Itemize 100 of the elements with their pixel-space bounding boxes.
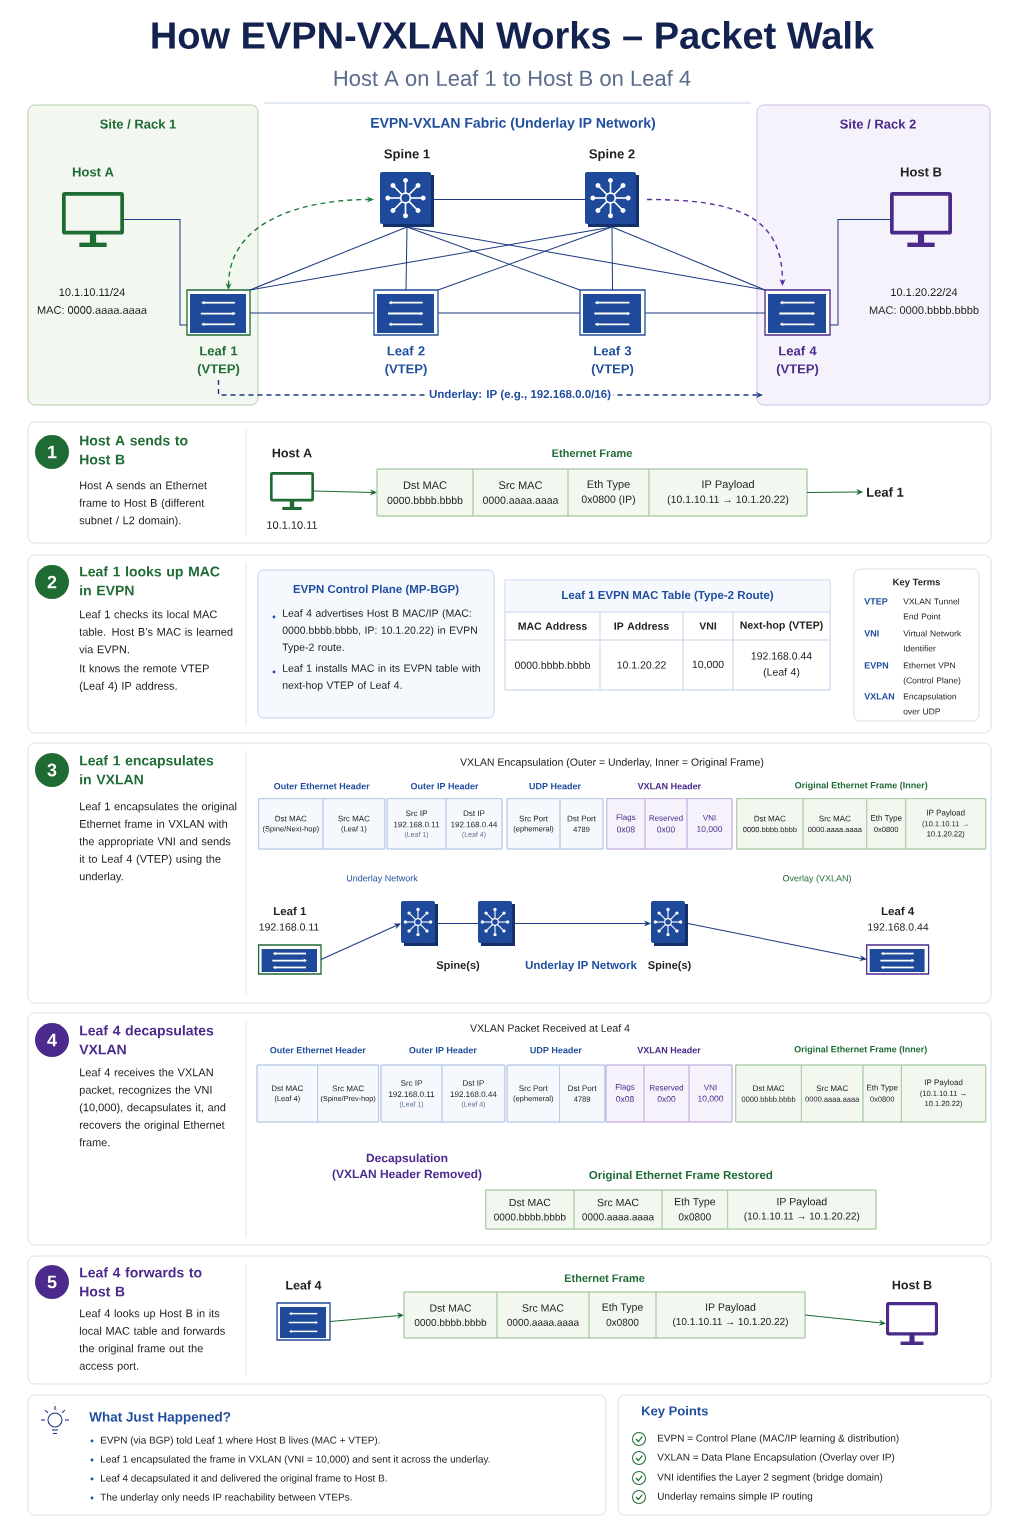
term: EVPN [864,662,889,669]
term-definition: VXLAN Tunnel End Point [903,598,959,620]
page-title: How EVPN-VXLAN Works – Packet Walk [152,21,875,49]
field-cell: VNI 10,000 [686,798,733,850]
field-cell: Src MAC 0000.aaaa.aaaa [573,1189,663,1230]
bullet-item: The underlay only needs IP reachability between VTEPs. [90,1493,352,1503]
arrow [313,490,377,495]
address-label: 10.1.10.11 [267,521,318,529]
step-description: Leaf 1 checks its local MAC table. Host B’s MAC is learned via EVPN. [79,610,233,654]
frame-title: Original Ethernet Frame (Inner) [795,781,928,791]
frame-title: Outer IP Header [409,1046,477,1054]
arrow [806,489,863,495]
table-cell: 10,000 [692,660,724,670]
frame-title: Original Ethernet Frame (Inner) [794,1045,927,1055]
term: VTEP [864,598,888,605]
frame-title: UDP Header [530,1046,582,1054]
connector-line [405,226,408,291]
switch-label: Leaf 1 (VTEP) [197,345,240,377]
connector-line [829,219,891,326]
host-label: Host B [900,167,942,177]
connector-line [123,219,188,326]
section-label: VXLAN Packet Received at Leaf 4 [470,1024,630,1032]
field-cell: Eth Type 0x0800 (IP) [567,468,650,517]
switch-label: Spine(s) [436,960,480,972]
address-label: MAC: 0000.bbbb.bbbb [869,305,979,315]
key-point: EVPN = Control Plane (MAC/IP learning & distribution) [658,1434,899,1444]
field-cell: Src MAC 0000.aaaa.aaaa [496,1291,590,1339]
step-description: Leaf 4 looks up Host B in its local MAC table and forwards the original frame out the access port. [79,1309,225,1372]
switch-label: Spine(s) [648,960,691,972]
field-cell: Dst MAC 0000.bbbb.bbbb [403,1291,498,1339]
frame-title: Outer Ethernet Header [274,782,370,790]
bullet-item: Leaf 1 encapsulated the frame in VXLAN (VNI = 10,000) and sent it across the underlay. [90,1455,490,1465]
field-cell: Dst MAC 0000.bbbb.bbbb [485,1189,575,1230]
switch-label: Leaf 4 (VTEP) [776,345,819,377]
arrow [804,1314,886,1326]
field-cell: IP Payload (10.1.10.11 → 10.1.20.22) [648,468,808,517]
step-number-badge: 4 [35,1023,69,1057]
bullet-item: Leaf 4 advertises Host B MAC/IP (MAC: 0000.bbbb.bbbb, IP: 10.1.20.22) in EVPN Type-2 route. [272,609,477,653]
frame-title: VXLAN Header [637,1046,701,1054]
step-description: Host A sends an Ethernet frame to Host B (different subnet / L2 domain). [79,481,207,527]
field-cell: Src MAC 0000.aaaa.aaaa [472,468,569,517]
section-label: (VXLAN Header Removed) [332,1169,482,1181]
table-cell: 10.1.20.22 [617,661,666,669]
address-label: 10.1.10.11/24 [59,287,125,297]
arrow [687,923,866,961]
arrow [514,921,651,926]
step-number-badge: 1 [35,435,69,469]
field-cell: Flags 0x08 [605,1064,645,1123]
step-heading: Leaf 4 forwards to Host B [80,1267,202,1297]
term-definition: Ethernet VPN (Control Plane) [903,662,961,686]
connector-line [406,226,766,291]
connector-line [611,226,766,291]
step-description: It knows the remote VTEP (Leaf 4) IP address. [79,664,209,692]
arrow [646,198,786,286]
bullet-item: EVPN (via BGP) told Leaf 1 where Host B lives (MAC + VTEP). [90,1436,380,1446]
step-number-badge: 3 [35,753,69,787]
table-title: Leaf 1 EVPN MAC Table (Type-2 Route) [562,590,774,602]
host-label: Host A [272,448,312,458]
key-point: Underlay remains simple IP routing [657,1492,813,1502]
connector-line [433,199,586,200]
field-cell: VNI 10,000 [688,1064,733,1123]
edge-label: Underlay: IP (e.g., 192.168.0.0/16) [427,387,613,403]
connector-line [644,312,766,314]
switch-label: Leaf 3 (VTEP) [591,345,634,377]
address-label: 192.168.0.11 [259,923,319,931]
step-heading: Host A sends to Host B [80,435,188,465]
connector-line [611,226,613,291]
bullet-item: Leaf 4 decapsulated it and delivered the original frame to Host B. [90,1474,387,1484]
switch-label: Leaf 2 (VTEP) [385,345,427,377]
section-label: VXLAN Encapsulation (Outer = Underlay, Inner = Original Frame) [460,758,764,768]
arrow [329,1313,404,1322]
field-cell: IP Payload (10.1.10.11 → 10.1.20.22) [727,1189,877,1230]
field-cell: Reserved 0x00 [643,1064,690,1123]
address-label: 10.1.20.22/24 [891,287,958,297]
frame-title: Outer Ethernet Header [270,1046,366,1054]
connector-line [249,312,375,314]
table-header: IP Address [614,622,669,630]
address-label: 192.168.0.44 [868,923,929,931]
table-header: Next-hop (VTEP) [740,621,823,631]
table-cell: 192.168.0.44 (Leaf 4) [751,652,812,678]
term: VNI [864,630,879,637]
switch-label: Leaf 4 [881,906,915,916]
table-cell: 0000.bbbb.bbbb [514,661,590,669]
field-cell: Flags 0x08 [606,798,646,850]
step-description: Leaf 4 receives the VXLAN packet, recognizes the VNI (10,000), decapsulates it, and recovers the original Ethernet frame. [79,1068,226,1147]
section-label: EVPN-VXLAN Fabric (Underlay IP Network) [371,117,656,131]
destination-label: Leaf 1 [867,487,904,497]
connector-line [437,226,613,291]
step-number-badge: 2 [35,565,69,599]
term-definition: Virtual Network Identifier [903,630,962,652]
field-cell: Eth Type 0x0800 [661,1189,728,1230]
step-heading: Leaf 1 encapsulates in VXLAN [80,755,214,785]
connector-line [437,312,581,314]
table-header: VNI [699,622,717,630]
frame-title: VXLAN Header [637,782,701,790]
key-point: VNI identifies the Layer 2 segment (bridge domain) [657,1473,883,1483]
step-heading: Leaf 4 decapsulates VXLAN [79,1025,214,1055]
step-heading: Leaf 1 looks up MAC in EVPN [80,566,220,596]
frame-title: Original Ethernet Frame Restored [589,1170,773,1182]
step-description: Leaf 1 encapsulates the original Ethernet frame in VXLAN with the appropriate VNI and sends it to Leaf 4 (VTEP) using the underlay. [79,802,237,883]
